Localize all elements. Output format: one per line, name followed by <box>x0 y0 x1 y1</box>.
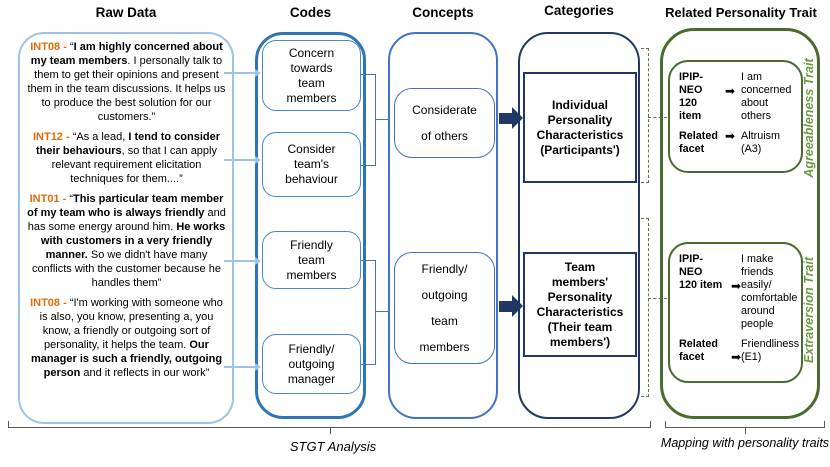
footer-label-mapping: Mapping with personality traits <box>660 436 830 450</box>
quote-int12-consider: INT12 - “As a lead, I tend to consider t… <box>32 131 221 185</box>
trait-box-agreeableness: IPIP- NEO 120 item ➡ I am concerned abou… <box>668 60 803 173</box>
fat-arrow-shaft-1 <box>499 113 512 124</box>
column-header-concepts: Concepts <box>412 5 474 20</box>
dashed-brace-category-2 <box>641 218 649 397</box>
right-arrow-icon: ➡ <box>731 279 742 293</box>
dashed-tick-2 <box>648 298 667 299</box>
quote-int08-concern: INT08 - “I am highly concerned about my … <box>27 41 226 123</box>
right-arrow-icon: ➡ <box>725 129 736 143</box>
column-header-codes: Codes <box>289 5 332 20</box>
trait-box-extraversion: IPIP- NEO 120 item ➡ I make friends easi… <box>668 242 803 383</box>
bracket-codes-to-concept-1 <box>361 74 376 166</box>
ipip-item-value: I am concerned about others <box>741 71 792 122</box>
raw-data-panel <box>18 32 234 424</box>
quote-int01-friendly: INT01 - “This particular team member of … <box>27 193 226 289</box>
ipip-neo-label: IPIP- NEO 120 item <box>679 253 723 291</box>
code-box-friendly-team: Friendly team members <box>262 231 361 289</box>
bracket-stub-1 <box>375 119 390 121</box>
ipip-neo-label: IPIP- NEO 120 item <box>679 71 703 122</box>
fat-arrow-head-1 <box>512 107 523 129</box>
footer-brace-mapping <box>665 421 825 428</box>
ipip-item-value: I make friends easily/ comfortable aroun… <box>741 253 798 330</box>
code-box-concern: Concern towards team members <box>262 40 361 111</box>
related-facet-label: Related facet <box>679 130 719 155</box>
trait-row: Related facet ➡ Altruism (A3) <box>679 130 798 156</box>
vertical-label-extraversion: Extraversion Trait <box>802 256 816 364</box>
category-box-team-members: Team members' Personality Characteristic… <box>523 252 637 357</box>
arrow-raw-to-code-1 <box>224 69 261 76</box>
vertical-label-agreeableness: Agreeableness Trait <box>802 58 816 178</box>
footer-brace-stgt-tick <box>330 428 331 434</box>
fat-arrow-head-2 <box>512 295 523 317</box>
raw-data-quotes: INT08 - “I am highly concerned about my … <box>24 40 229 386</box>
arrow-raw-to-code-2 <box>224 156 261 163</box>
dashed-tick-1 <box>648 117 667 118</box>
related-facet-value: Friendliness (E1) <box>741 338 800 363</box>
bracket-codes-to-concept-2 <box>361 260 376 365</box>
trait-row: Related facet ➡ Friendliness (E1) <box>679 338 800 364</box>
quote-int08-outgoing: INT08 - “I'm working with someone who is… <box>30 297 223 379</box>
trait-row: IPIP- NEO 120 item ➡ I am concerned abou… <box>679 71 798 123</box>
right-arrow-icon: ➡ <box>731 350 742 364</box>
code-box-consider: Consider team's behaviour <box>262 132 361 197</box>
footer-brace-stgt <box>8 421 651 428</box>
trait-row: IPIP- NEO 120 item ➡ I make friends easi… <box>679 253 798 331</box>
arrow-raw-to-code-3 <box>224 257 261 264</box>
concept-box-considerate: Considerate of others <box>394 88 495 158</box>
right-arrow-icon: ➡ <box>725 84 736 98</box>
footer-label-stgt: STGT Analysis <box>289 439 377 454</box>
fat-arrow-shaft-2 <box>499 301 512 312</box>
footer-brace-mapping-tick <box>745 428 746 434</box>
bracket-stub-2 <box>375 311 390 313</box>
column-header-categories: Categories <box>544 3 614 18</box>
column-header-related-trait: Related Personality Trait <box>665 5 817 20</box>
code-box-friendly-manager: Friendly/ outgoing manager <box>262 334 361 394</box>
related-facet-label: Related facet <box>679 338 719 363</box>
arrow-raw-to-code-4 <box>224 363 261 370</box>
related-facet-value: Altruism (A3) <box>741 130 780 155</box>
concept-box-friendly: Friendly/ outgoing team members <box>394 252 495 364</box>
category-box-individual: Individual Personality Characteristics (… <box>523 72 637 183</box>
column-header-raw-data: Raw Data <box>95 5 157 20</box>
dashed-brace-category-1 <box>641 48 649 183</box>
